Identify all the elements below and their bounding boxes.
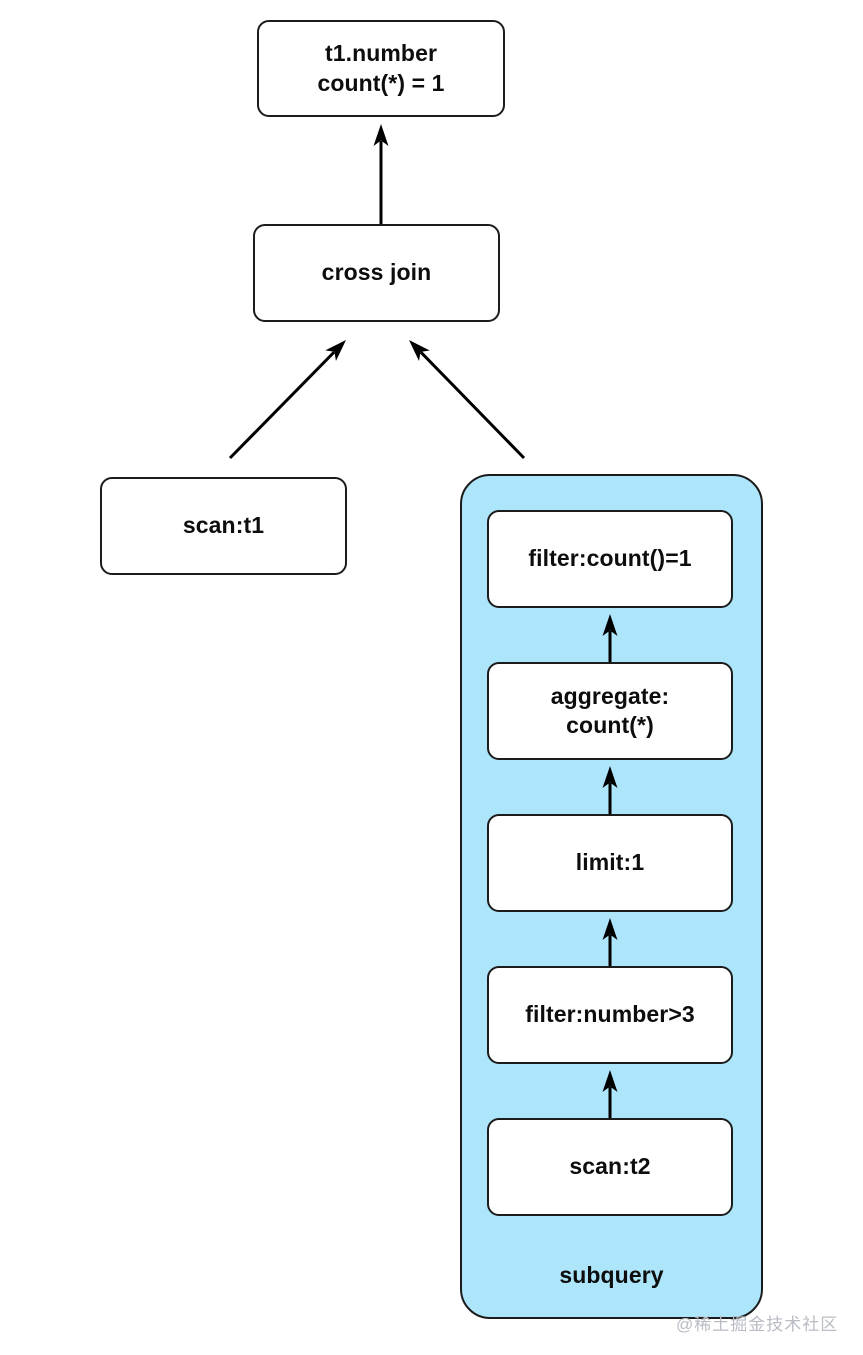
edge-crossjoin-to-result xyxy=(373,124,389,224)
subquery-panel-label: subquery xyxy=(559,1262,664,1288)
node-limit[interactable]: limit:1 xyxy=(487,814,733,912)
node-scan-t2[interactable]: scan:t2 xyxy=(487,1118,733,1216)
node-cross-join[interactable]: cross join xyxy=(253,224,500,322)
node-scan-t1[interactable]: scan:t1 xyxy=(100,477,347,575)
watermark-text: @稀土掘金技术社区 xyxy=(676,1315,839,1334)
node-aggregate-count[interactable]: aggregate: count(*) xyxy=(487,662,733,760)
node-result-projection[interactable]: t1.number count(*) = 1 xyxy=(257,20,505,117)
arrowhead-icon xyxy=(373,124,389,146)
node-filter-number[interactable]: filter:number>3 xyxy=(487,966,733,1064)
edge-scan_t1-to-crossjoin xyxy=(228,340,346,460)
node-filter-count[interactable]: filter:count()=1 xyxy=(487,510,733,608)
arrowhead-icon xyxy=(325,340,346,361)
arrowhead-icon xyxy=(409,340,430,361)
edge-subquery-to-crossjoin xyxy=(409,340,526,460)
